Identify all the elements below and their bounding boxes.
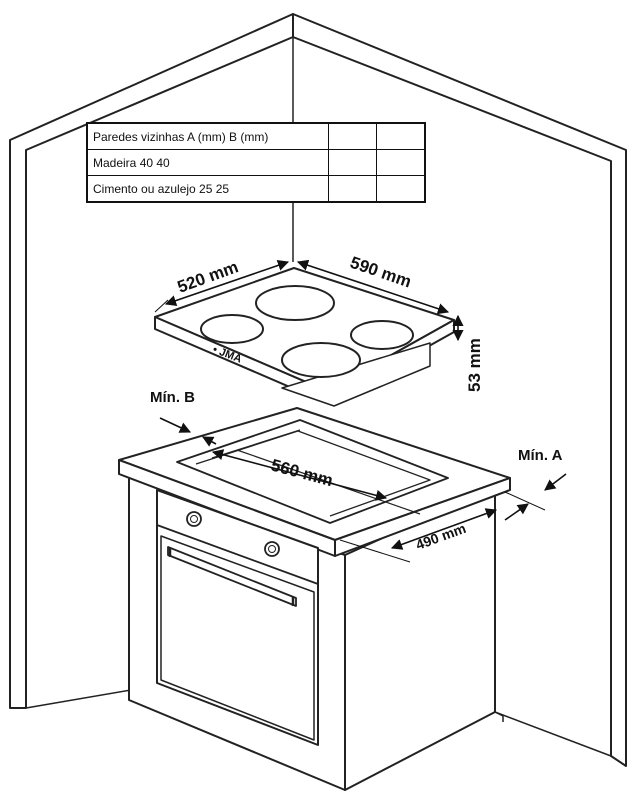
dim-line-min-a-2 (504, 503, 529, 521)
table-row: Madeira 40 40 (86, 149, 426, 176)
oven-control-divider (156, 524, 319, 585)
dim-line-min-a (544, 473, 567, 491)
room-walls (9, 13, 627, 767)
label-min-b: Mín. B (150, 389, 195, 406)
label-hob-height: 53 mm (465, 338, 484, 392)
built-in-oven (156, 489, 319, 746)
oven-knob-right-inner (268, 545, 276, 553)
burner-left-icon (200, 314, 264, 344)
dim-line-hob-depth (164, 259, 290, 307)
table-row: Paredes vizinhas A (mm) B (mm) (86, 122, 426, 150)
table-cell-a (327, 175, 377, 203)
table-cell-b (375, 122, 426, 150)
floor-step (494, 711, 504, 722)
dim-ext-cutout-depth (339, 539, 411, 563)
dim-line-hob-width (296, 259, 450, 315)
burner-rear-large-icon (255, 285, 335, 321)
dim-line-cutout-width (211, 449, 388, 501)
dim-ext-min-a (504, 491, 546, 511)
oven-door-handle-icon (167, 546, 297, 607)
dim-ext-hob-depth-a (154, 299, 169, 313)
floor-right (494, 711, 612, 757)
burner-front-large-icon (281, 342, 361, 378)
table-row: Cimento ou azulejo 25 25 (86, 175, 426, 203)
label-hob-width: 590 mm (348, 253, 414, 292)
table-cell-b (375, 149, 426, 176)
oven-knob-left-inner (190, 515, 198, 523)
oven-door-window (160, 535, 315, 741)
table-cell-a (327, 122, 377, 150)
table-cell-b (375, 175, 426, 203)
dim-line-min-b-2 (202, 436, 217, 447)
dim-line-min-b (159, 417, 192, 433)
clearance-table: Paredes vizinhas A (mm) B (mm) Madeira 4… (86, 122, 426, 203)
label-min-a: Mín. A (518, 447, 563, 464)
hob-underbox (281, 342, 431, 407)
table-cell-label: Paredes vizinhas A (mm) B (mm) (86, 122, 329, 150)
floor-left (25, 689, 132, 709)
table-cell-a (327, 149, 377, 176)
dimension-lines (154, 259, 567, 563)
dim-line-cutout-depth (390, 508, 498, 550)
burner-right-icon (350, 320, 414, 350)
table-cell-label: Cimento ou azulejo 25 25 (86, 175, 329, 203)
table-cell-label: Madeira 40 40 (86, 149, 329, 176)
